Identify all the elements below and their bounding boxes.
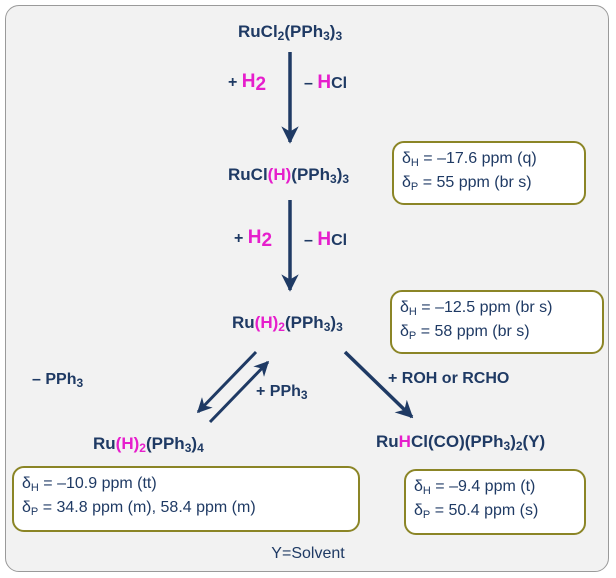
nmr-box-1: δH = –17.6 ppm (q) δP = 55 ppm (br s) xyxy=(392,141,586,205)
compound-rucl2-pph3-3: RuCl2(PPh3)3 xyxy=(238,22,343,43)
nmr-box-3: δH = –10.9 ppm (tt) δP = 34.8 ppm (m), 5… xyxy=(12,466,360,532)
nmr-box-4: δH = –9.4 ppm (t) δP = 50.4 ppm (s) xyxy=(404,469,586,535)
label-minus-hcl-2: – HCl xyxy=(304,229,348,250)
label-roh-rcho: + ROH or RCHO xyxy=(388,370,510,387)
footnote-solvent: Y=Solvent xyxy=(271,545,345,562)
nmr-box-2: δH = –12.5 ppm (br s) δP = 58 ppm (br s) xyxy=(390,290,604,354)
label-plus-pph3: + PPh3 xyxy=(256,383,308,402)
compound-ruhcl-co-pph3-2-y: RuHCl(CO)(PPh3)2(Y) xyxy=(376,432,546,453)
label-minus-hcl-1: – HCl xyxy=(304,72,348,93)
arrow-step3 xyxy=(343,350,414,419)
arrow-reverse xyxy=(208,360,270,424)
compound-ru-h2-pph3-4: Ru(H)2(PPh3)4 xyxy=(93,434,204,455)
label-minus-pph3: – PPh3 xyxy=(32,371,84,390)
compound-rucl-h-pph3-3: RuCl(H)(PPh3)3 xyxy=(228,165,350,186)
label-plus-h2-2: + H2 xyxy=(234,227,273,251)
compound-ru-h2-pph3-3: Ru(H)2(PPh3)3 xyxy=(232,313,343,334)
arrow-forward xyxy=(196,350,258,414)
label-plus-h2-1: + H2 xyxy=(228,71,267,95)
